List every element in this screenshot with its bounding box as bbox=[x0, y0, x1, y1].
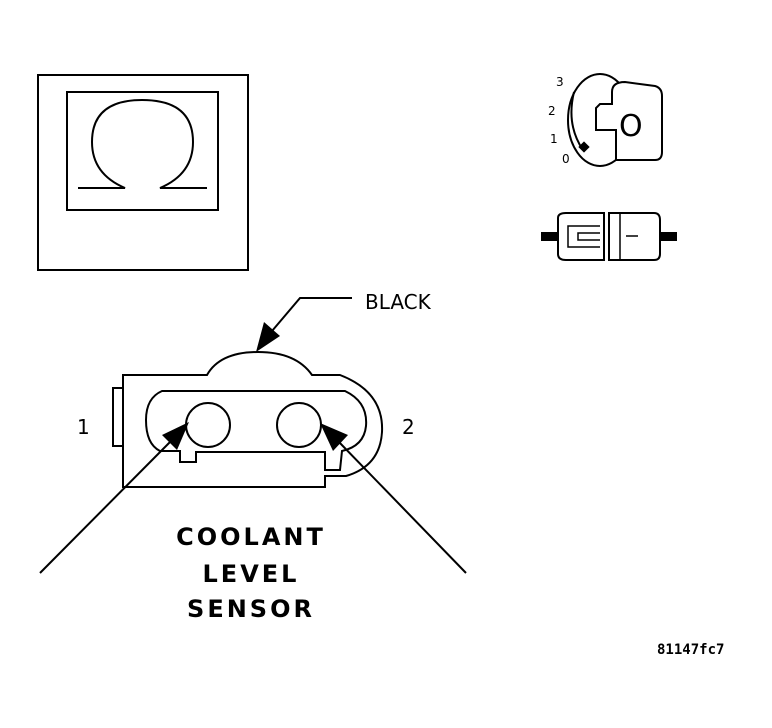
ignition-position-0: 0 bbox=[562, 152, 570, 166]
ohmmeter-outer-frame bbox=[37, 74, 249, 271]
title-line-1: COOLANT bbox=[176, 523, 326, 551]
color-leader-arrowhead bbox=[256, 322, 280, 352]
probe-line-1 bbox=[39, 439, 173, 574]
key-letter: O bbox=[619, 109, 643, 144]
ignition-position-3: 3 bbox=[556, 75, 564, 89]
connector-disconnect-icon bbox=[541, 212, 677, 261]
wire-right bbox=[660, 232, 677, 241]
probe-line-2 bbox=[337, 440, 467, 574]
terminal-pin-1 bbox=[185, 402, 231, 448]
pin-1-label: 1 bbox=[77, 415, 90, 439]
title-line-3: SENSOR bbox=[187, 595, 315, 623]
connector-side-tab bbox=[112, 387, 124, 447]
ignition-position-1: 1 bbox=[550, 132, 558, 146]
sensor-connector: 1 2 BLACK bbox=[39, 290, 467, 574]
figure-code: 81147fc7 bbox=[657, 642, 724, 658]
plug-left-socket bbox=[567, 225, 600, 248]
ohmmeter-display bbox=[66, 91, 219, 211]
probe-arrowhead-2 bbox=[320, 423, 348, 451]
pin-2-label: 2 bbox=[402, 415, 415, 439]
ohm-icon bbox=[78, 98, 207, 189]
plug-left bbox=[557, 212, 605, 261]
key-head bbox=[595, 80, 663, 161]
position-indicator bbox=[578, 141, 590, 153]
connector-color-label: BLACK bbox=[365, 290, 432, 314]
wire-left bbox=[541, 232, 558, 241]
terminal-pin-2 bbox=[276, 402, 322, 448]
title-line-2: LEVEL bbox=[203, 560, 300, 588]
probe-arrowhead-1 bbox=[162, 422, 189, 450]
ignition-position-2: 2 bbox=[548, 104, 556, 118]
ohmmeter bbox=[37, 74, 249, 271]
ignition-switch-icon: 3 2 1 0 O bbox=[548, 73, 663, 167]
color-leader-line bbox=[271, 297, 352, 332]
